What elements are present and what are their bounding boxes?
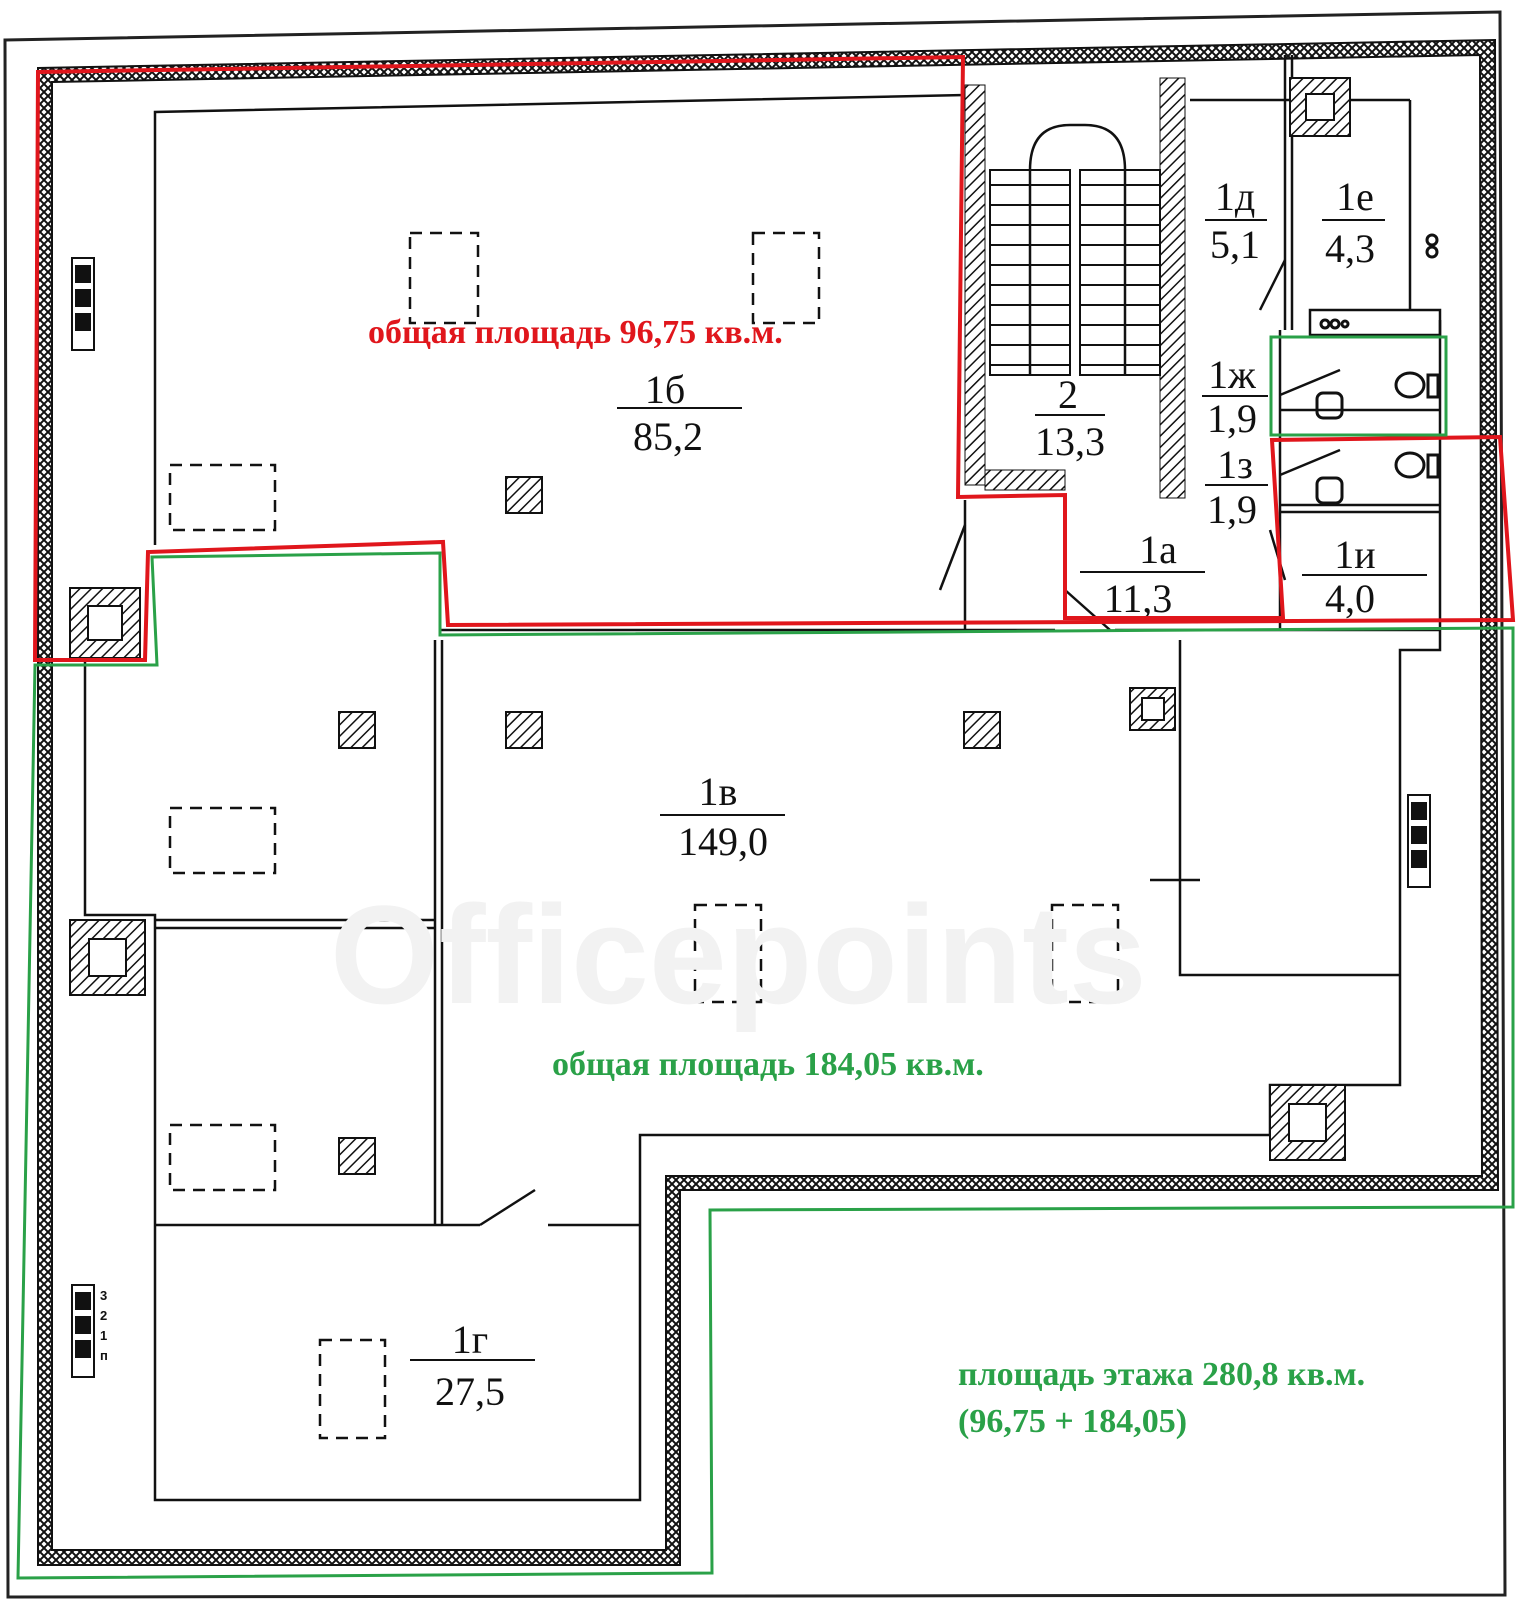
svg-text:1д: 1д: [1215, 174, 1255, 219]
svg-text:11,3: 11,3: [1104, 576, 1173, 621]
svg-text:1г: 1г: [452, 1317, 488, 1362]
site-border: [3, 10, 1507, 1599]
red-zone-area-note: общая площадь 96,75 кв.м.: [368, 314, 783, 351]
svg-text:2: 2: [100, 1308, 107, 1323]
radiators: [71, 257, 1431, 1378]
stairwell: [964, 77, 1186, 499]
room-2: 213,3: [1035, 372, 1105, 464]
svg-text:1,9: 1,9: [1207, 487, 1257, 532]
toilet-fixtures: [1315, 233, 1440, 505]
columns: [338, 476, 1001, 1175]
room-1zh: 1ж1,9: [1202, 352, 1268, 441]
room-1i: 1и4,0: [1302, 532, 1427, 621]
svg-text:1а: 1а: [1139, 527, 1177, 572]
svg-text:1ж: 1ж: [1208, 352, 1256, 397]
floor-area-sum-note: (96,75 + 184,05): [958, 1403, 1187, 1440]
svg-text:85,2: 85,2: [633, 414, 703, 459]
green-wc-outline: [1269, 335, 1448, 437]
room-1v: 1в 149,0: [660, 769, 785, 864]
svg-text:п: п: [100, 1348, 108, 1363]
svg-text:3: 3: [100, 1288, 107, 1303]
room-1e: 1е4,3: [1322, 174, 1385, 271]
svg-text:4,0: 4,0: [1325, 576, 1375, 621]
green-zone-outline: [16, 551, 1515, 1580]
svg-text:1б: 1б: [645, 367, 685, 412]
svg-text:149,0: 149,0: [678, 819, 768, 864]
svg-text:1,9: 1,9: [1207, 396, 1257, 441]
svg-text:1з: 1з: [1217, 442, 1253, 487]
svg-text:2: 2: [1058, 372, 1078, 417]
svg-text:5,1: 5,1: [1210, 222, 1260, 267]
watermark: Officepoints: [330, 876, 1147, 1033]
svg-text:4,3: 4,3: [1325, 226, 1375, 271]
ceiling-fixtures: [168, 231, 1120, 1440]
svg-text:13,3: 13,3: [1035, 419, 1105, 464]
room-1z: 1з1,9: [1205, 442, 1268, 532]
room-1d: 1д5,1: [1205, 174, 1267, 267]
floor-area-note: площадь этажа 280,8 кв.м.: [958, 1356, 1365, 1393]
ventilation-shafts: [69, 77, 1351, 1161]
stair-number-labels: 3 2 1 п: [100, 1288, 108, 1363]
green-zone-area-note: общая площадь 184,05 кв.м.: [552, 1046, 984, 1083]
exterior-wall: [37, 38, 1500, 1566]
red-zone-outline: [32, 54, 1516, 662]
interior-walls: [83, 55, 1442, 1502]
svg-text:27,5: 27,5: [435, 1369, 505, 1414]
room-1g: 1г 27,5: [410, 1317, 535, 1414]
svg-text:1в: 1в: [699, 769, 738, 814]
svg-text:1и: 1и: [1334, 532, 1375, 577]
svg-text:1: 1: [100, 1328, 107, 1343]
svg-text:1е: 1е: [1336, 174, 1374, 219]
